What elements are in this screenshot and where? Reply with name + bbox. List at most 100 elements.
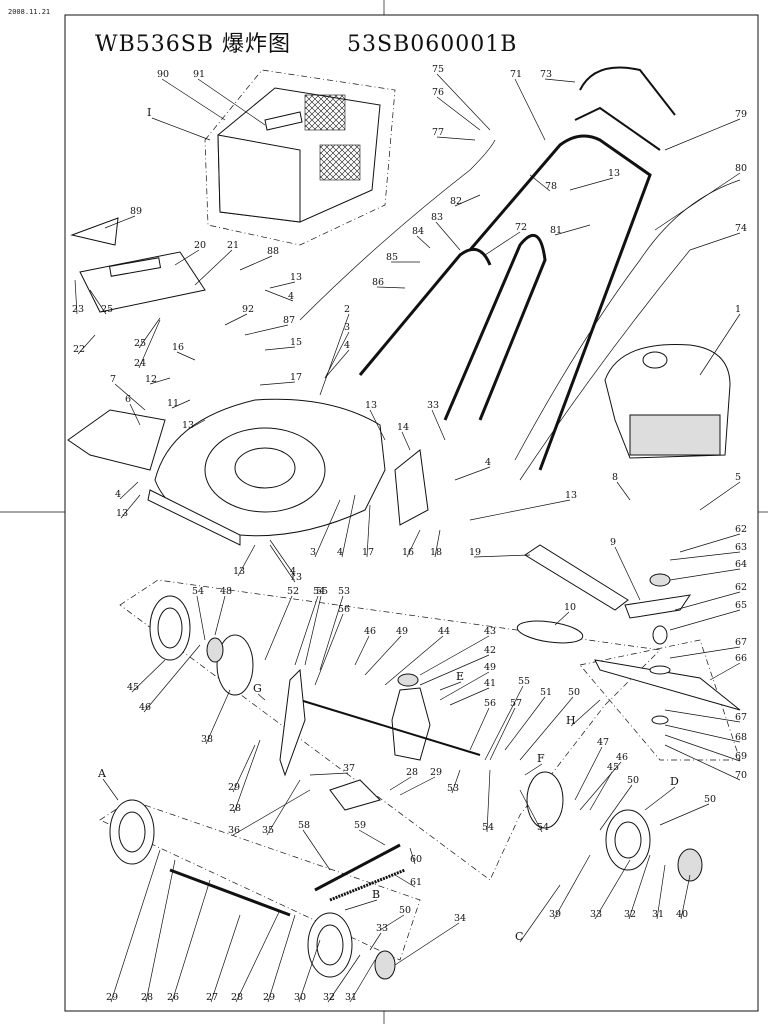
- callout-c68-leader: [664, 724, 741, 743]
- deflector: [67, 409, 166, 471]
- callout-c50d-leader: [599, 784, 633, 831]
- callout-c79: 79: [735, 109, 747, 120]
- callout-c66-leader: [709, 662, 741, 681]
- group-label-gD-leader: [644, 786, 676, 811]
- callout-c54b-leader: [294, 595, 319, 666]
- callout-c13c-leader: [369, 409, 386, 441]
- callout-c92-leader: [224, 313, 248, 326]
- callout-c64-leader: [669, 568, 741, 581]
- callout-c88-leader: [239, 255, 273, 271]
- callout-c35-leader: [266, 779, 301, 836]
- callout-c34-leader: [394, 922, 460, 966]
- callout-c46b-leader: [354, 635, 370, 666]
- callout-c28d-leader: [389, 776, 412, 791]
- callout-c16b: 16: [402, 547, 414, 558]
- group-label-gE: E: [456, 670, 464, 683]
- callout-c24-leader: [138, 319, 161, 369]
- callout-c36-leader: [232, 789, 311, 836]
- callout-c73: 73: [540, 69, 552, 80]
- group-label-gA: A: [97, 767, 107, 780]
- group-label-gA-leader: [102, 778, 119, 801]
- callout-c24: 24: [134, 358, 146, 369]
- group-label-gB-leader: [344, 899, 378, 911]
- callout-c91: 91: [193, 69, 205, 80]
- callout-c48: 48: [220, 586, 232, 597]
- callout-c25b: 25: [134, 338, 146, 349]
- engine: [604, 343, 731, 459]
- group-label-gF-leader: [524, 763, 543, 776]
- callout-c17b-leader: [366, 504, 371, 558]
- blade-group-boundary: [579, 639, 741, 761]
- group-label-gG-leader: [257, 693, 266, 701]
- callout-c46c-leader: [579, 761, 622, 811]
- callout-c52-leader: [264, 595, 293, 661]
- callout-c32a: 32: [323, 992, 335, 1003]
- callout-c1: 1: [735, 304, 741, 315]
- callout-c53b: 53: [447, 783, 459, 794]
- callout-c37: 37: [343, 763, 355, 774]
- callout-c71: 71: [510, 69, 522, 80]
- drawing-date: 2008.11.21: [8, 8, 51, 16]
- callout-c32a-leader: [327, 954, 361, 1003]
- callout-c65-leader: [669, 609, 741, 631]
- callout-c76-leader: [436, 96, 481, 131]
- callout-c14-leader: [401, 431, 411, 451]
- wheels: [109, 595, 703, 980]
- callout-c38: 38: [201, 734, 213, 745]
- callout-c75: 75: [432, 64, 444, 75]
- drive-belt: [516, 620, 584, 644]
- callout-c60-leader: [409, 847, 416, 865]
- callout-c18-leader: [434, 529, 441, 558]
- callout-c23-leader: [74, 279, 78, 315]
- callout-c51-leader: [504, 696, 546, 751]
- callout-c62a: 62: [735, 524, 747, 535]
- callout-c25a: 25: [101, 304, 113, 315]
- callout-c13d: 13: [116, 508, 128, 519]
- callout-c13f-leader: [237, 544, 256, 577]
- callout-c10: 10: [564, 602, 576, 613]
- callout-c17a: 17: [290, 372, 302, 383]
- callout-c47-leader: [574, 746, 603, 801]
- title-text: 爆炸图: [222, 32, 292, 57]
- callout-c50a: 50: [568, 687, 580, 698]
- callout-c49a: 49: [396, 626, 408, 637]
- callout-c91-leader: [197, 78, 266, 126]
- callout-c57-leader: [489, 707, 516, 761]
- callout-c88: 88: [267, 246, 279, 257]
- callout-c2: 2: [344, 304, 350, 315]
- callout-c53a-leader: [319, 595, 344, 671]
- callout-c78-leader: [529, 174, 551, 192]
- callout-c30-leader: [298, 939, 321, 1003]
- callout-c56b: 56: [484, 698, 496, 709]
- callout-c79-leader: [664, 118, 741, 151]
- callout-c31b-leader: [656, 864, 666, 920]
- callout-c21: 21: [227, 240, 239, 251]
- callout-c25a-leader: [89, 289, 107, 315]
- callout-c86-leader: [376, 286, 406, 289]
- callout-c49b: 49: [484, 662, 496, 673]
- callout-c11-leader: [171, 399, 191, 409]
- callout-c92: 92: [242, 304, 254, 315]
- callout-c9: 9: [610, 537, 616, 548]
- callout-c45a-leader: [131, 659, 166, 693]
- callout-c13c: 13: [365, 400, 377, 411]
- rear-flap-rod: [524, 544, 629, 611]
- callout-c29b: 29: [263, 992, 275, 1003]
- drawing-title: WB536SB 爆炸图 53SB060001B: [95, 26, 517, 58]
- callout-c33b-leader: [369, 932, 382, 951]
- callout-c72: 72: [515, 222, 527, 233]
- callout-c13b: 13: [182, 420, 194, 431]
- callout-c54c-leader: [486, 769, 491, 833]
- callout-c42: 42: [484, 645, 496, 656]
- callout-c31a: 31: [345, 992, 357, 1003]
- callout-c75-leader: [436, 73, 491, 131]
- axle-bracket: [329, 779, 381, 811]
- callout-c73-leader: [544, 78, 576, 83]
- callout-c56a-leader: [314, 613, 344, 686]
- group-label-gI: I: [147, 106, 151, 119]
- callout-c16a-leader: [176, 351, 196, 361]
- callout-c62b-leader: [674, 591, 741, 611]
